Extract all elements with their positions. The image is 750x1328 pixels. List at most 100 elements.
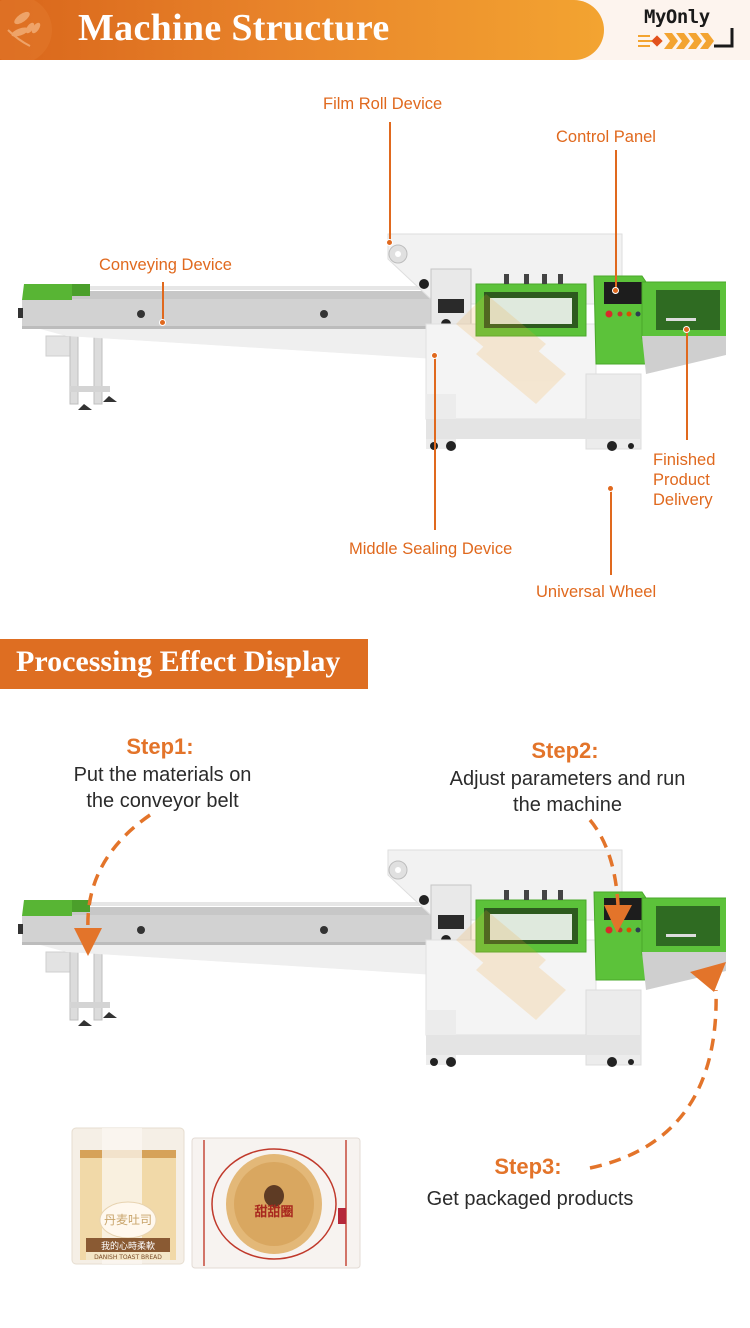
packaging-machine-drawing — [18, 233, 731, 451]
leader-line — [686, 330, 688, 440]
machine-structure-illustration — [6, 214, 731, 499]
machine-part — [70, 1002, 110, 1008]
machine-part — [656, 906, 720, 946]
machine-part — [607, 441, 617, 451]
leader-line — [389, 122, 391, 242]
machine-part — [430, 268, 472, 325]
machine-part — [490, 914, 572, 940]
step2-description: Adjust parameters and run the machine — [449, 768, 686, 816]
step2-arrowhead — [604, 905, 632, 933]
machine-part — [456, 294, 546, 374]
wheat-leaf-icon — [0, 0, 52, 60]
toast-sub-label: 我的心時柔軟 — [101, 1240, 155, 1252]
machine-part — [476, 940, 566, 1020]
machine-part — [395, 867, 401, 873]
machine-part — [542, 890, 547, 900]
leader-line — [162, 282, 164, 322]
step2-dashed-arrow — [588, 818, 620, 906]
step1-title: Step1: — [126, 734, 194, 759]
machine-part — [66, 902, 436, 906]
label-universal-wheel: Universal Wheel — [536, 583, 657, 601]
marker-dot — [683, 326, 690, 333]
machine-part — [456, 910, 546, 990]
machine-part — [504, 890, 509, 900]
marker-dot — [607, 485, 614, 492]
machine-part — [22, 299, 436, 329]
machine-part — [430, 1057, 634, 1067]
machine-part — [524, 274, 529, 284]
machine-part — [419, 279, 429, 289]
machine-part — [504, 890, 563, 900]
brand-logo[interactable]: MyOnly — [636, 6, 736, 54]
marker-dot — [612, 287, 619, 294]
machine-part — [320, 926, 328, 934]
machine-part — [22, 942, 436, 945]
machine-process-illustration — [6, 830, 731, 1115]
machine-part — [66, 291, 436, 299]
machine-part — [558, 890, 563, 900]
step1-description: Put the materials on the conveyor belt — [73, 764, 252, 812]
step3-arrowhead — [690, 962, 726, 992]
label-finished-product-delivery: Finished Product Delivery — [653, 451, 716, 509]
machine-part — [426, 1035, 641, 1055]
packaging-machine-drawing — [18, 849, 731, 1067]
machine-part — [430, 1058, 438, 1066]
donut-package: 甜甜圈 — [191, 1137, 361, 1269]
machine-part — [456, 910, 566, 1020]
machine-part — [605, 926, 613, 934]
machine-part — [446, 441, 456, 451]
machine-part — [22, 900, 72, 916]
toast-label: 丹麦吐司 — [104, 1213, 152, 1227]
toast-bread-package: 丹麦吐司 我的心時柔軟 DANISH TOAST BREAD — [71, 1127, 185, 1265]
machine-part — [103, 1012, 117, 1018]
machine-part — [626, 927, 632, 933]
label-middle-sealing-device: Middle Sealing Device — [349, 540, 513, 558]
machine-part — [395, 251, 401, 257]
machine-part — [438, 915, 464, 929]
machine-part — [635, 311, 641, 317]
machine-part — [605, 310, 613, 318]
step3-description: Get packaged products — [426, 1188, 634, 1210]
machine-part — [628, 443, 634, 449]
marker-dot — [431, 352, 438, 359]
machine-part — [70, 386, 110, 392]
leader-line — [610, 490, 612, 575]
machine-part — [137, 310, 145, 318]
machine-part — [45, 333, 117, 410]
machine-part — [666, 934, 696, 937]
marker-dot — [159, 319, 166, 326]
machine-part — [635, 927, 641, 933]
logo-text: MyOnly — [644, 6, 710, 28]
leader-line — [615, 150, 617, 290]
wheat-logo-icon — [638, 28, 734, 49]
machine-part — [542, 274, 547, 284]
machine-part — [456, 294, 566, 404]
machine-part — [66, 286, 436, 290]
label-control-panel: Control Panel — [556, 128, 656, 146]
machine-part — [72, 900, 90, 912]
step3-title: Step3: — [494, 1154, 562, 1179]
machine-part — [476, 324, 566, 404]
page-title: Machine Structure — [78, 7, 390, 49]
machine-part — [446, 1057, 456, 1067]
machine-part — [504, 274, 509, 284]
machine-part — [490, 298, 572, 324]
step1-dashed-arrow — [86, 813, 151, 931]
machine-part — [438, 299, 464, 313]
step3-dashed-arrow — [589, 989, 718, 1170]
label-film-roll-device: Film Roll Device — [323, 95, 443, 113]
machine-part — [18, 308, 23, 318]
machine-part — [103, 396, 117, 402]
machine-part — [66, 907, 436, 915]
page-header: Machine Structure MyOnly — [0, 0, 750, 60]
label-conveying-device: Conveying Device — [99, 256, 232, 274]
packaged-products: 丹麦吐司 我的心時柔軟 DANISH TOAST BREAD 甜甜圈 — [60, 1120, 370, 1280]
machine-part — [666, 318, 696, 321]
machine-part — [72, 284, 90, 296]
machine-part — [628, 1059, 634, 1065]
machine-part — [558, 274, 563, 284]
machine-part — [626, 311, 632, 317]
machine-part — [426, 419, 641, 439]
machine-part — [656, 290, 720, 330]
